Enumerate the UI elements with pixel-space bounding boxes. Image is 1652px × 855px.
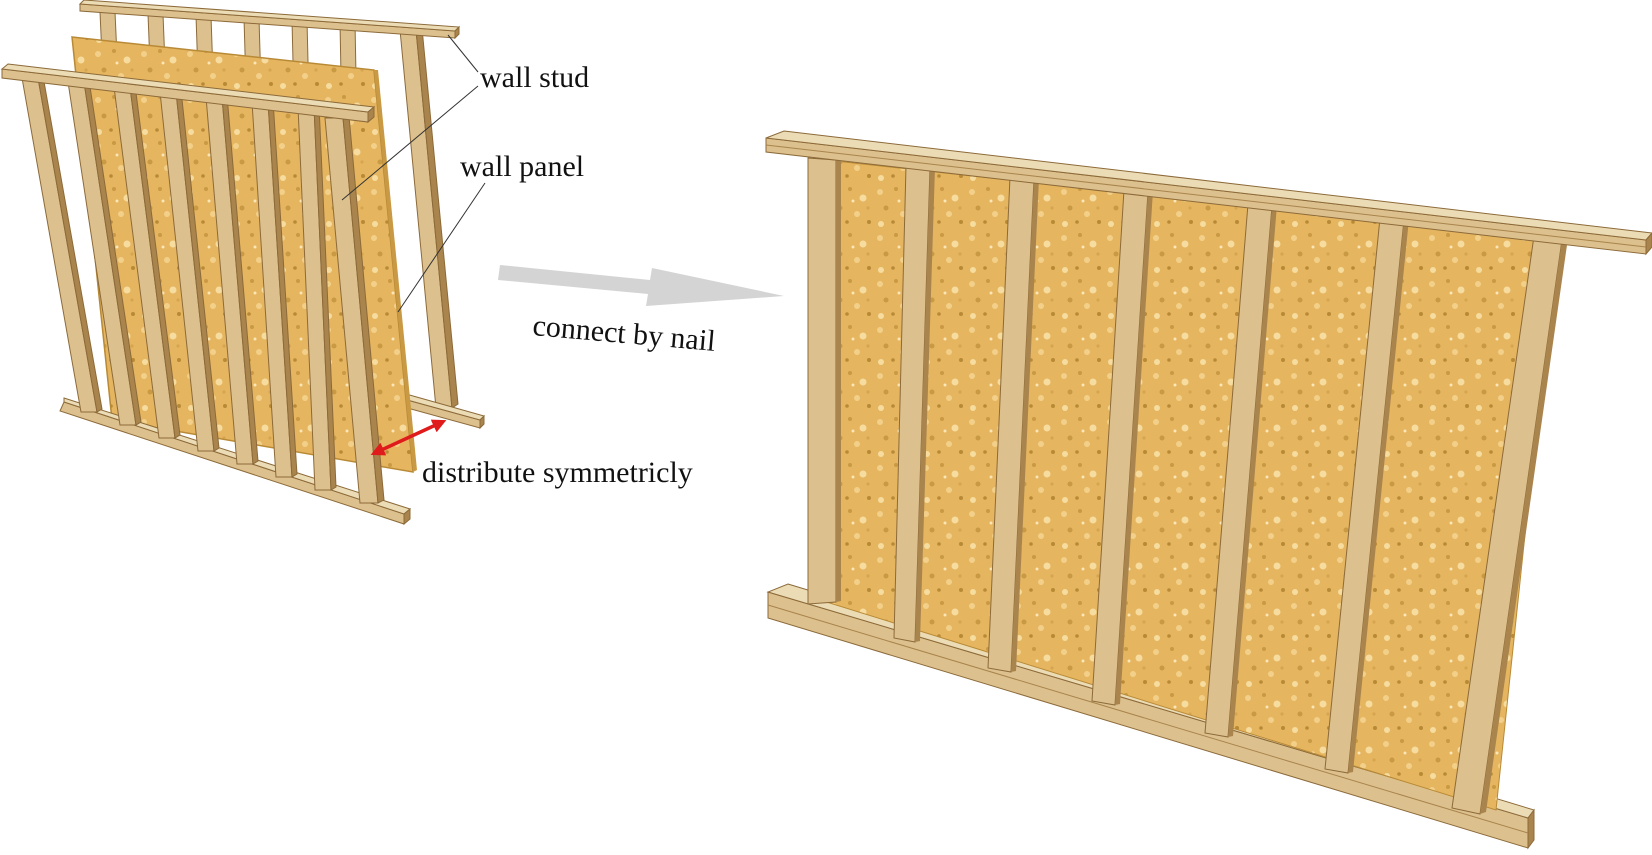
assembled-wall xyxy=(765,130,1652,850)
wall-stud-label: wall stud xyxy=(480,61,589,94)
distribute-arrow xyxy=(370,419,447,456)
leader-lines xyxy=(341,34,486,313)
front-frame-top-plate xyxy=(0,63,376,124)
assembled-studs xyxy=(807,157,1568,815)
wall-panel-leader xyxy=(397,182,486,313)
distribute-label: distribute symmetricly xyxy=(422,456,693,489)
wall-panel-label: wall panel xyxy=(460,150,584,183)
assembled-top-plate xyxy=(765,130,1652,256)
front-stud-frame xyxy=(0,63,412,526)
wall-stud-leader-2 xyxy=(341,85,479,201)
wall-stud-leader-1 xyxy=(447,34,479,73)
exploded-assembly xyxy=(0,0,485,526)
process-arrow xyxy=(498,265,784,306)
connect-by-nail-label: connect by nail xyxy=(531,309,716,358)
front-frame-studs xyxy=(21,75,385,504)
back-frame-top-plate xyxy=(78,0,461,40)
